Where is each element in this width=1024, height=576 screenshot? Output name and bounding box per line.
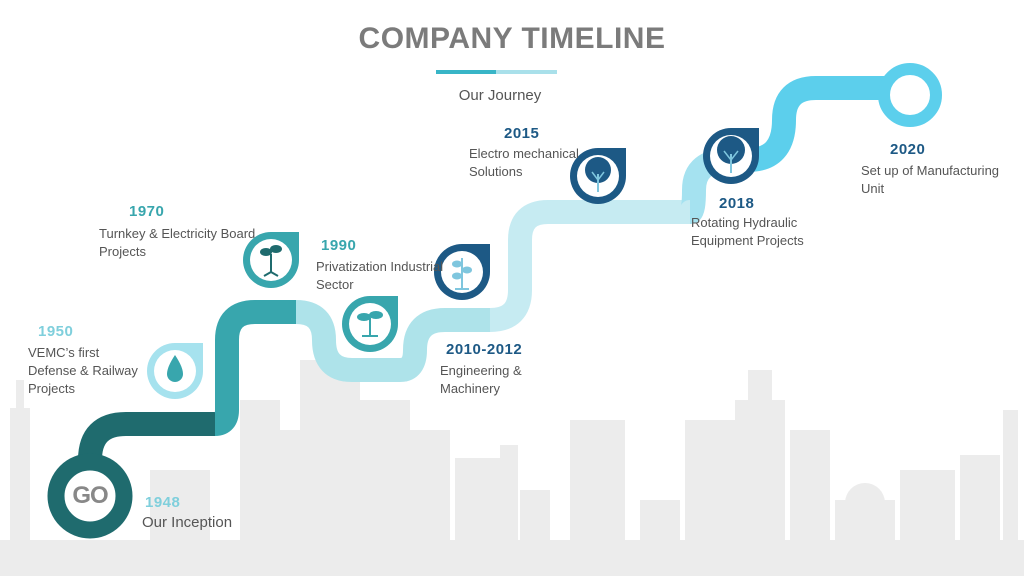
desc-line: Set up of Manufacturing <box>861 163 1000 178</box>
desc-line: Machinery <box>440 381 500 396</box>
milestone-2015-year: 2015 <box>504 125 540 142</box>
milestone-1950-year: 1950 <box>38 323 74 340</box>
desc-line: Engineering & <box>440 363 522 378</box>
path-segment-2 <box>214 300 296 436</box>
big-tree-icon <box>717 136 745 173</box>
desc-line: Privatization Industrial <box>316 259 444 274</box>
drop-1970 <box>243 232 299 288</box>
seedling-icon <box>357 311 383 337</box>
end-circle <box>878 63 942 127</box>
desc-line: Electro mechanical <box>469 146 579 161</box>
milestone-1948-desc: Our Inception <box>142 514 232 532</box>
page-subtitle: Our Journey <box>458 87 542 104</box>
milestone-2015-desc: Electro mechanical Solutions <box>469 145 579 181</box>
desc-line: Projects <box>99 244 146 259</box>
milestone-1970-desc: Turnkey & Electricity Board Projects <box>99 225 255 261</box>
milestone-1990-year: 1990 <box>321 237 357 254</box>
milestone-2018-year: 2018 <box>719 195 755 212</box>
title-underline-left <box>436 70 496 74</box>
sprout-root-icon <box>260 245 282 277</box>
young-plant-icon <box>452 258 472 290</box>
path-segment-7 <box>747 76 885 172</box>
drop-1990 <box>342 296 398 352</box>
tree-icon <box>585 157 611 192</box>
page-title: COMPANY TIMELINE <box>358 22 666 55</box>
path-segment-5 <box>489 200 690 332</box>
desc-line: Our Inception <box>142 514 233 531</box>
path-segment-3 <box>295 300 400 382</box>
desc-line: Turnkey & Electricity Board <box>99 226 256 241</box>
drop-2015 <box>570 148 626 204</box>
path-segment-4 <box>398 308 490 382</box>
drop-2010 <box>434 244 490 300</box>
desc-line: Defense & Railway <box>28 363 138 378</box>
milestone-2010-desc: Engineering & Machinery <box>440 362 522 398</box>
milestone-1990-desc: Privatization Industrial Sector <box>316 258 443 294</box>
milestone-1970-year: 1970 <box>129 203 165 220</box>
desc-line: Projects <box>28 381 75 396</box>
city-skyline <box>0 360 1024 576</box>
desc-line: Solutions <box>469 164 523 179</box>
water-drop-icon <box>167 355 183 382</box>
desc-line: Equipment Projects <box>691 233 804 248</box>
desc-line: Sector <box>316 277 354 292</box>
milestone-2020-year: 2020 <box>890 141 926 158</box>
milestone-2020-desc: Set up of Manufacturing Unit <box>861 162 999 198</box>
milestone-2010-year: 2010-2012 <box>446 341 523 358</box>
milestone-1950-desc: VEMC’s first Defense & Railway Projects <box>28 344 138 398</box>
start-label: GO <box>72 482 108 509</box>
start-circle <box>47 453 133 539</box>
milestone-2018-desc: Rotating Hydraulic Equipment Projects <box>691 214 804 250</box>
drop-1950 <box>147 343 203 399</box>
drop-2018 <box>703 128 759 184</box>
desc-line: Rotating Hydraulic <box>691 215 798 230</box>
desc-line: Unit <box>861 181 885 196</box>
milestone-1948-year: 1948 <box>145 494 181 511</box>
desc-line: VEMC’s first <box>28 345 100 360</box>
title-underline-right <box>496 70 557 74</box>
